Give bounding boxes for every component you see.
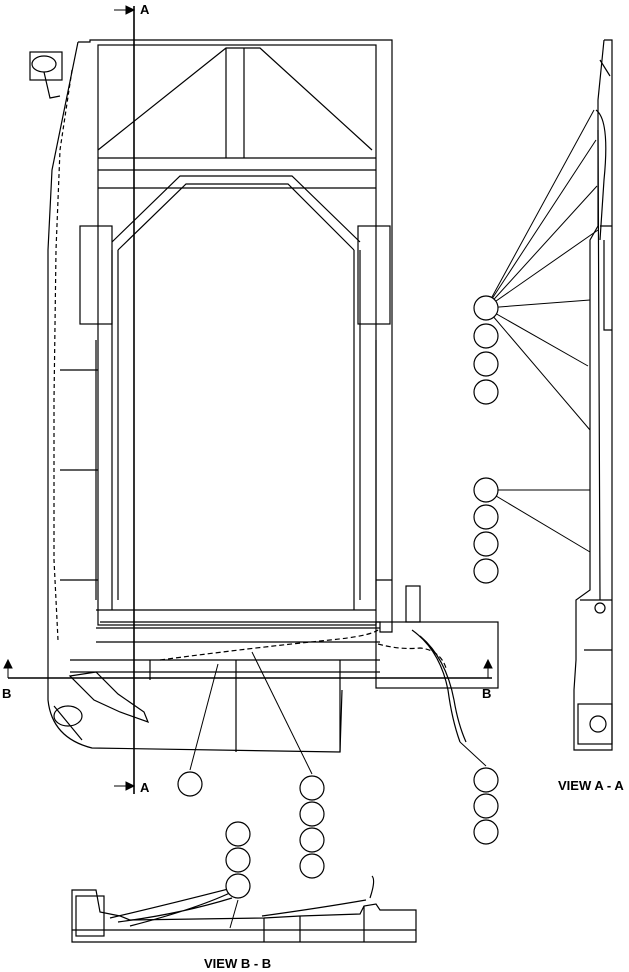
section-b-left-label: B (2, 686, 11, 701)
callout-main-center-4 (299, 853, 325, 879)
window-top-frame (111, 175, 361, 251)
window-right-bracket (357, 225, 391, 325)
right-harness (411, 629, 467, 743)
callout-main-center-1 (299, 775, 325, 801)
pedal-assembly (53, 671, 150, 741)
left-harness (53, 69, 73, 641)
a-bottom-arrow (114, 781, 136, 791)
view-b-floor (72, 906, 416, 942)
callout-view-a-lower-2 (473, 504, 499, 530)
section-line-b: B B (2, 658, 493, 701)
view-a-callouts (473, 295, 499, 584)
callout-main-left (177, 771, 203, 797)
callout-main-center-3 (299, 827, 325, 853)
top-connector (405, 585, 421, 623)
callout-main-right-3 (473, 819, 499, 845)
section-a-top-label: A (140, 2, 150, 17)
callout-main-center-2 (299, 801, 325, 827)
view-b-drawing (71, 875, 417, 943)
callout-view-a-upper-2 (473, 323, 499, 349)
section-b-right-label: B (482, 686, 491, 701)
main-view (29, 39, 499, 753)
callout-view-a-upper-4 (473, 379, 499, 405)
callout-main-right-2 (473, 793, 499, 819)
view-a-leaders (485, 109, 599, 553)
callout-view-b-3 (225, 873, 251, 899)
view-b-left-unit (75, 895, 105, 937)
roof-truss (97, 47, 376, 189)
b-right-arrow (483, 658, 493, 678)
callout-view-b-2 (225, 847, 251, 873)
section-a-bottom-label: A (140, 780, 150, 795)
cab-outline (47, 39, 393, 753)
callout-view-a-lower-1 (473, 477, 499, 503)
view-b-outline (71, 889, 417, 943)
view-a-fitting (594, 602, 606, 614)
callout-view-b-1 (225, 821, 251, 847)
view-b-callouts (225, 821, 251, 929)
main-callouts (177, 651, 499, 879)
view-a-title: VIEW A - A (558, 778, 624, 793)
bottom-harness (159, 629, 447, 669)
callout-view-a-upper-1 (473, 295, 499, 321)
window-rails (60, 250, 392, 611)
blower (53, 705, 83, 727)
a-top-arrow (114, 5, 136, 15)
callout-view-a-lower-4 (473, 558, 499, 584)
window-left-bracket (79, 225, 113, 325)
b-left-arrow (3, 658, 13, 678)
callout-main-right-1 (473, 767, 499, 793)
inner-frame (97, 44, 377, 626)
mirror-arm (43, 71, 61, 99)
right-box (375, 621, 499, 689)
view-b-harness (109, 875, 375, 927)
view-b-title: VIEW B - B (204, 956, 271, 971)
section-line-a: A A (114, 2, 150, 795)
view-a-drawing (573, 39, 613, 751)
mirror (31, 55, 57, 73)
floor-plate (70, 627, 380, 752)
view-a-harness (595, 59, 611, 241)
view-a-inner (580, 129, 612, 651)
callout-view-a-upper-3 (473, 351, 499, 377)
view-a-knob (589, 715, 607, 733)
view-a-bottom-box (577, 703, 613, 745)
callout-view-a-lower-3 (473, 531, 499, 557)
